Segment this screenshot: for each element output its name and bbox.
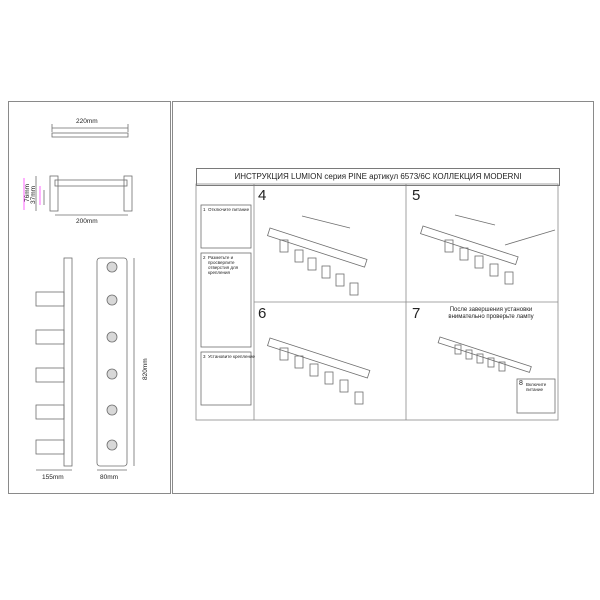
dim-length: 820mm	[142, 358, 149, 380]
step-7-number: 7	[412, 305, 421, 322]
step-4-number: 4	[258, 187, 267, 204]
step-2-label: Разметьте и просверлите отверстия для кр…	[208, 255, 239, 275]
step-5-number: 5	[412, 187, 421, 204]
step-6-number: 6	[258, 305, 267, 322]
dim-height-inner: 37mm	[30, 185, 37, 204]
dim-top-width: 220mm	[76, 118, 98, 125]
step-1-label: Отключите питание	[208, 207, 250, 212]
step-3-number: 3	[203, 354, 206, 359]
step-3-label: Установите крепление	[208, 354, 256, 359]
drawing-frame-right	[172, 101, 594, 494]
dim-bracket-width: 200mm	[76, 218, 98, 225]
step-2-number: 2	[203, 255, 206, 260]
step-7-note: После завершения установки внимательно п…	[448, 307, 534, 320]
step-1-number: 1	[203, 207, 206, 212]
drawing-frame-left	[8, 101, 171, 494]
step-8-label: Включите питание	[526, 382, 547, 392]
dim-front-width: 80mm	[100, 474, 119, 481]
dim-side-depth: 155mm	[42, 474, 64, 481]
step-8-number: 8	[519, 380, 523, 387]
instruction-title: ИНСТРУКЦИЯ LUMION серия PINE артикул 657…	[196, 168, 560, 186]
